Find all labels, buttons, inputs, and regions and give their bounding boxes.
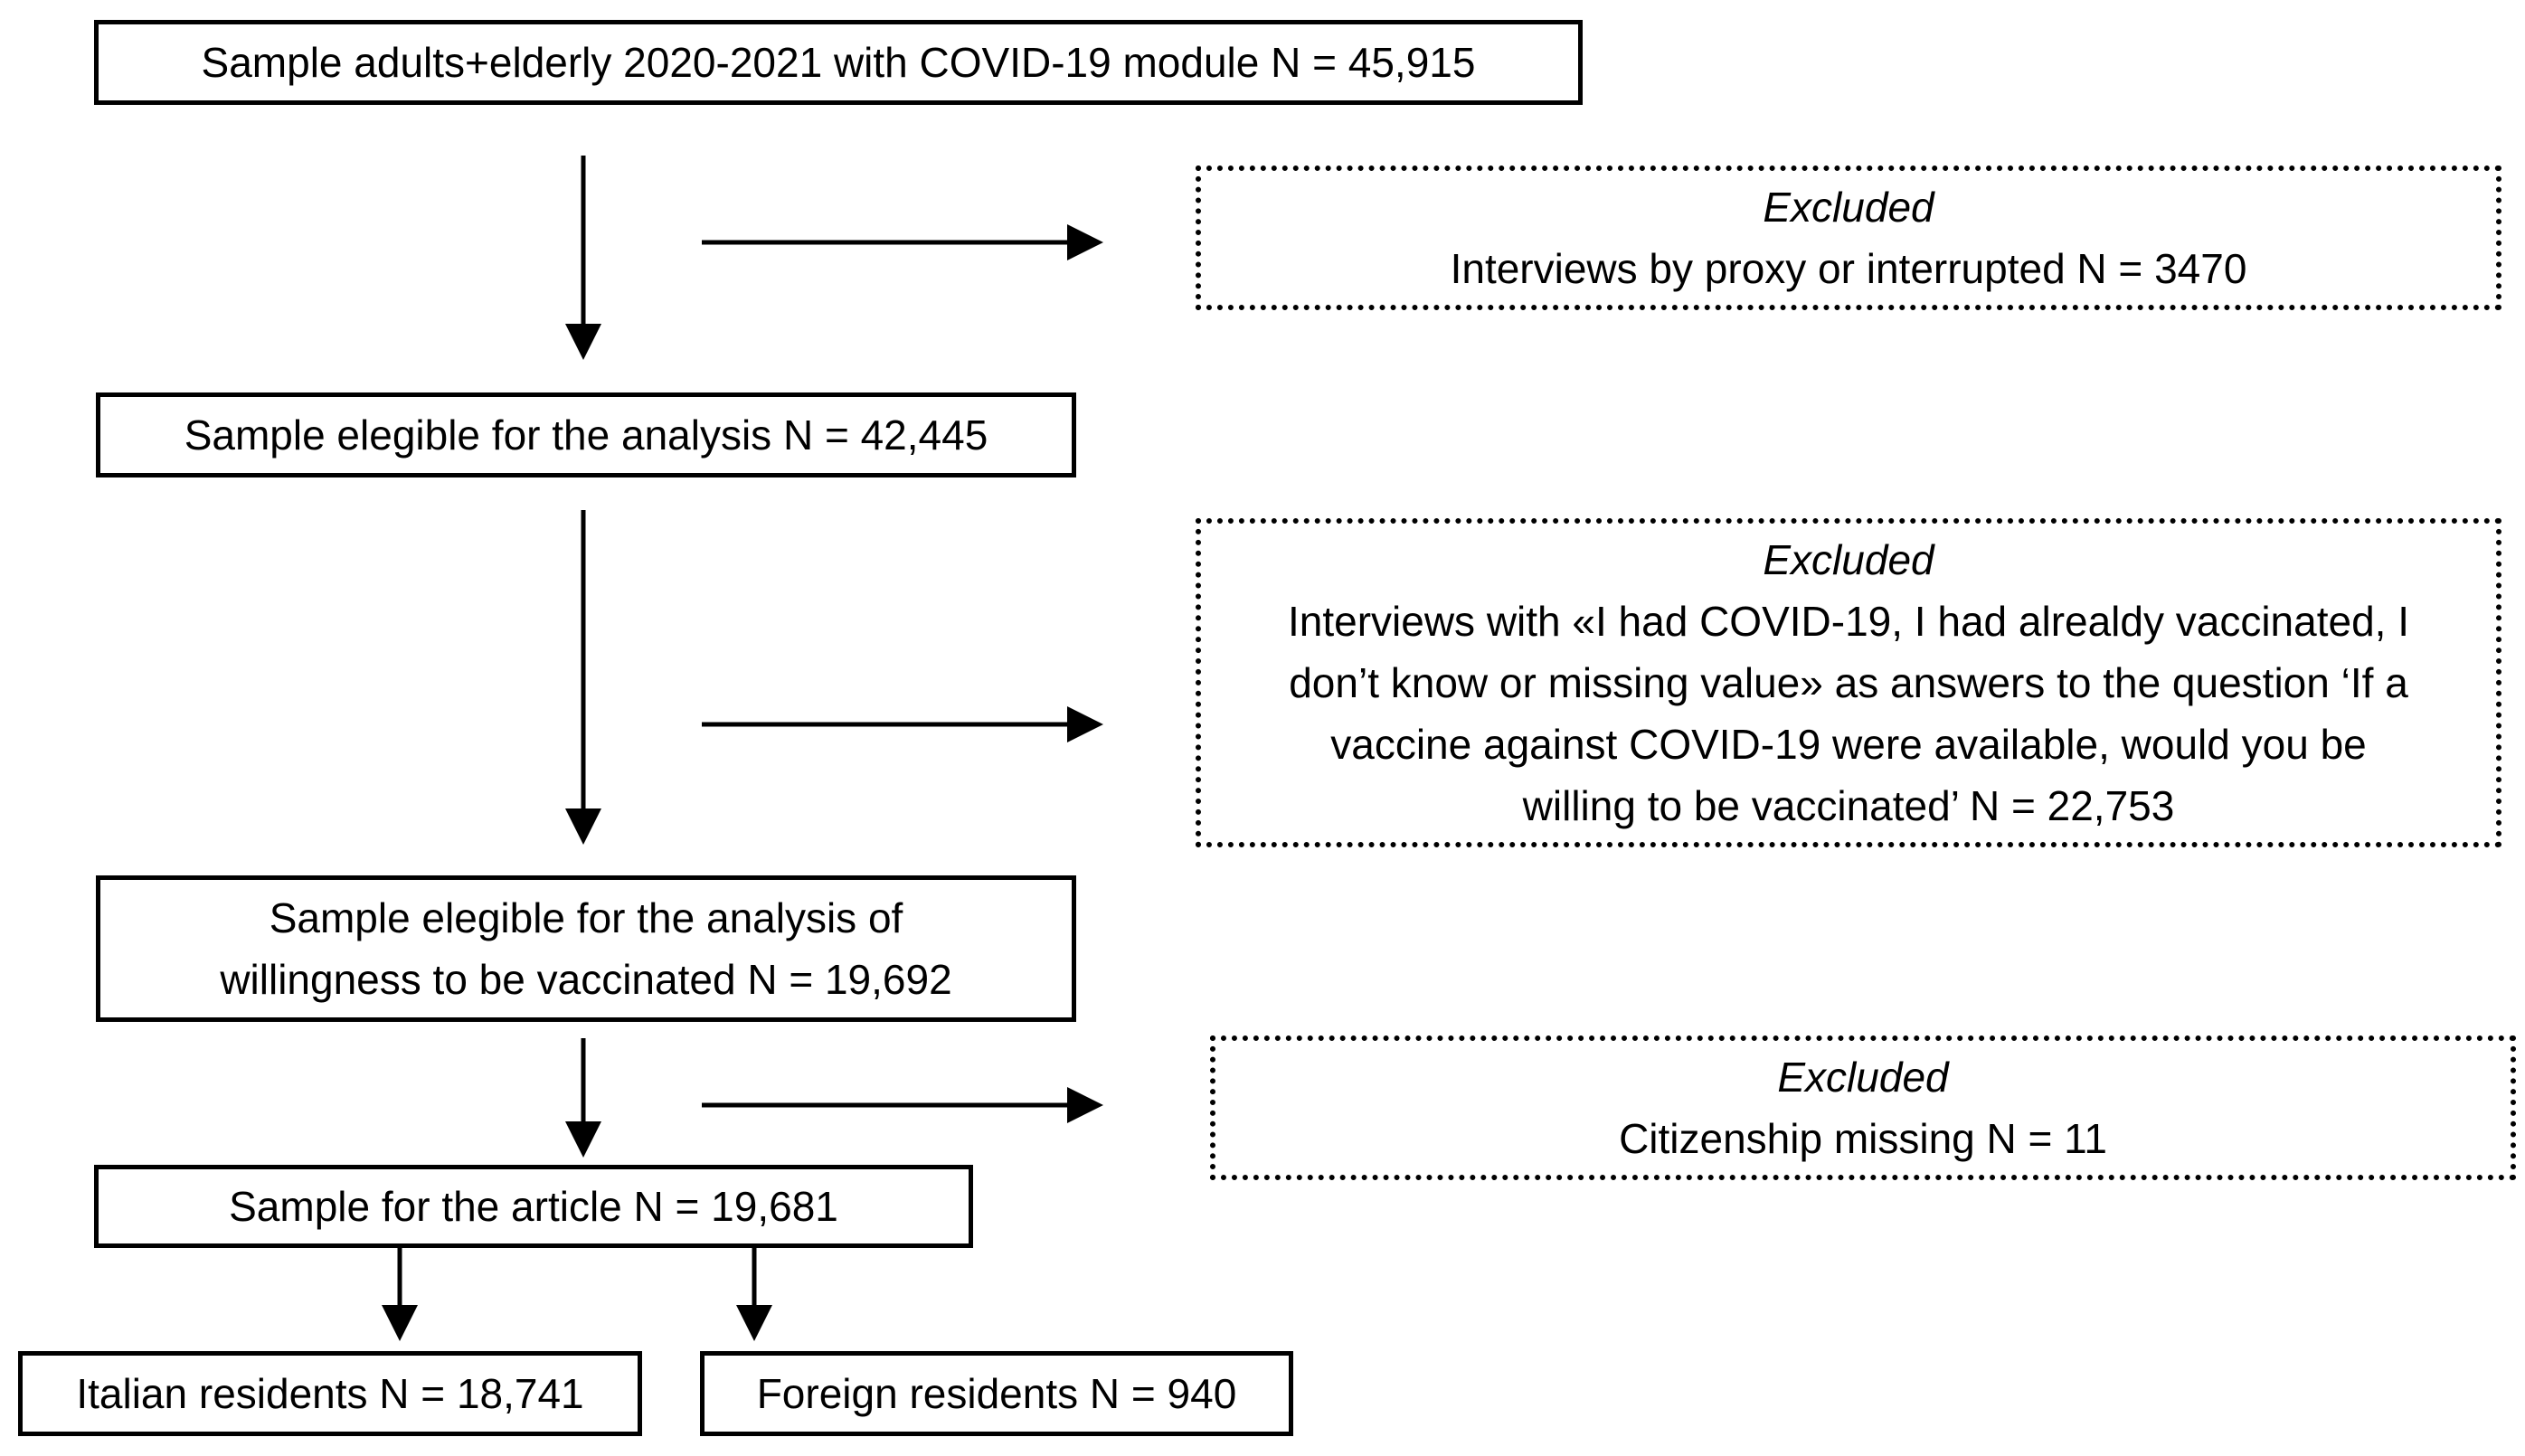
box-excluded-answers: Excluded Interviews with «I had COVID-19… xyxy=(1196,518,2501,847)
box-foreign-residents: Foreign residents N = 940 xyxy=(700,1351,1293,1436)
excluded-proxy-text: Interviews by proxy or interrupted N = 3… xyxy=(1450,245,2247,292)
excluded-answers-line-1: Interviews with «I had COVID-19, I had a… xyxy=(1287,598,2410,645)
box-sample-total: Sample adults+elderly 2020-2021 with COV… xyxy=(94,20,1583,105)
excluded-heading: Excluded xyxy=(1777,1054,1949,1101)
sample-total-text: Sample adults+elderly 2020-2021 with COV… xyxy=(201,39,1476,86)
box-sample-eligible: Sample elegible for the analysis N = 42,… xyxy=(96,392,1076,477)
box-excluded-citizenship: Excluded Citizenship missing N = 11 xyxy=(1210,1035,2516,1180)
sample-willingness-line-1: Sample elegible for the analysis of xyxy=(269,894,903,941)
excluded-citizenship-text: Citizenship missing N = 11 xyxy=(1619,1115,2107,1162)
box-excluded-proxy: Excluded Interviews by proxy or interrup… xyxy=(1196,165,2501,310)
box-sample-article: Sample for the article N = 19,681 xyxy=(94,1165,973,1248)
excluded-answers-line-3: vaccine against COVID-19 were available,… xyxy=(1330,721,2367,768)
sample-willingness-line-2: willingness to be vaccinated N = 19,692 xyxy=(220,956,952,1003)
excluded-answers-line-4: willing to be vaccinated’ N = 22,753 xyxy=(1522,782,2175,829)
box-sample-willingness: Sample elegible for the analysis of will… xyxy=(96,875,1076,1022)
excluded-heading: Excluded xyxy=(1763,184,1934,231)
italian-residents-text: Italian residents N = 18,741 xyxy=(76,1370,584,1417)
sample-article-text: Sample for the article N = 19,681 xyxy=(229,1183,838,1230)
foreign-residents-text: Foreign residents N = 940 xyxy=(756,1370,1237,1417)
sample-eligible-text: Sample elegible for the analysis N = 42,… xyxy=(184,411,988,459)
excluded-answers-line-2: don’t know or missing value» as answers … xyxy=(1289,659,2408,706)
excluded-heading: Excluded xyxy=(1763,536,1934,583)
box-italian-residents: Italian residents N = 18,741 xyxy=(18,1351,642,1436)
